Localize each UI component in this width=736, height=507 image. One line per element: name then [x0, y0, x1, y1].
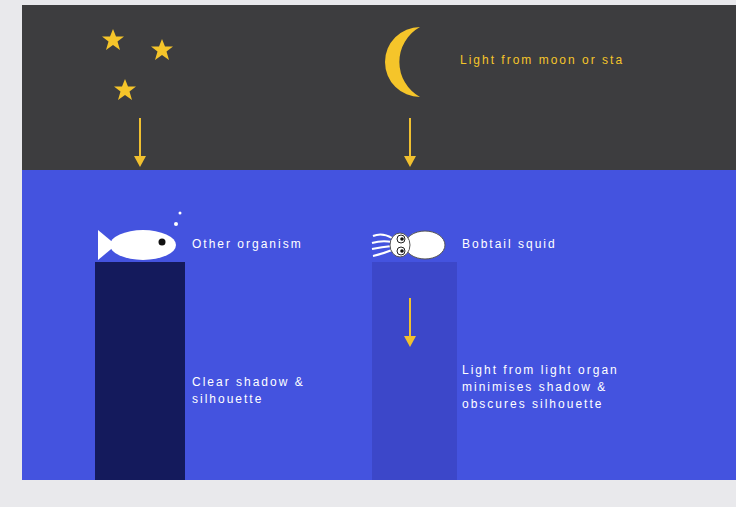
arrow-head [404, 336, 416, 347]
squid-arms [372, 234, 392, 256]
arrow-head [134, 156, 146, 167]
arrow-line [139, 118, 141, 158]
shadow-note: Clear shadow & silhouette [192, 374, 320, 408]
moon [385, 27, 420, 97]
fish-body [110, 230, 176, 260]
fish-eye [159, 239, 166, 246]
night-sky [22, 5, 736, 170]
arrow-line [409, 118, 411, 158]
star [114, 79, 136, 100]
organism-label: Bobtail squid [462, 236, 632, 253]
star [102, 29, 124, 50]
squid-mantle [405, 231, 445, 259]
organism-label: Other organism [192, 236, 362, 253]
faint-shadow [372, 262, 457, 480]
squid [372, 231, 445, 259]
light-arrows [134, 118, 416, 347]
arm [372, 246, 392, 249]
squid-pupil [400, 249, 404, 253]
bubble [174, 222, 178, 226]
star [151, 39, 173, 60]
squid-eye [397, 235, 405, 243]
arm [373, 234, 392, 238]
stars [102, 29, 173, 100]
arm [373, 250, 392, 256]
bubble [179, 212, 182, 215]
squid-head [390, 233, 410, 257]
shadow-note: Light from light organ minimises shadow … [462, 362, 667, 412]
sea-water [22, 170, 736, 480]
arm [372, 241, 392, 243]
fish [98, 212, 182, 261]
arrow-head [404, 156, 416, 167]
squid-pupil [400, 237, 404, 241]
dark-shadow [95, 262, 185, 480]
squid-eye [397, 247, 405, 255]
light-source-label: Light from moon or sta [460, 52, 732, 69]
arrow-line [409, 298, 411, 338]
